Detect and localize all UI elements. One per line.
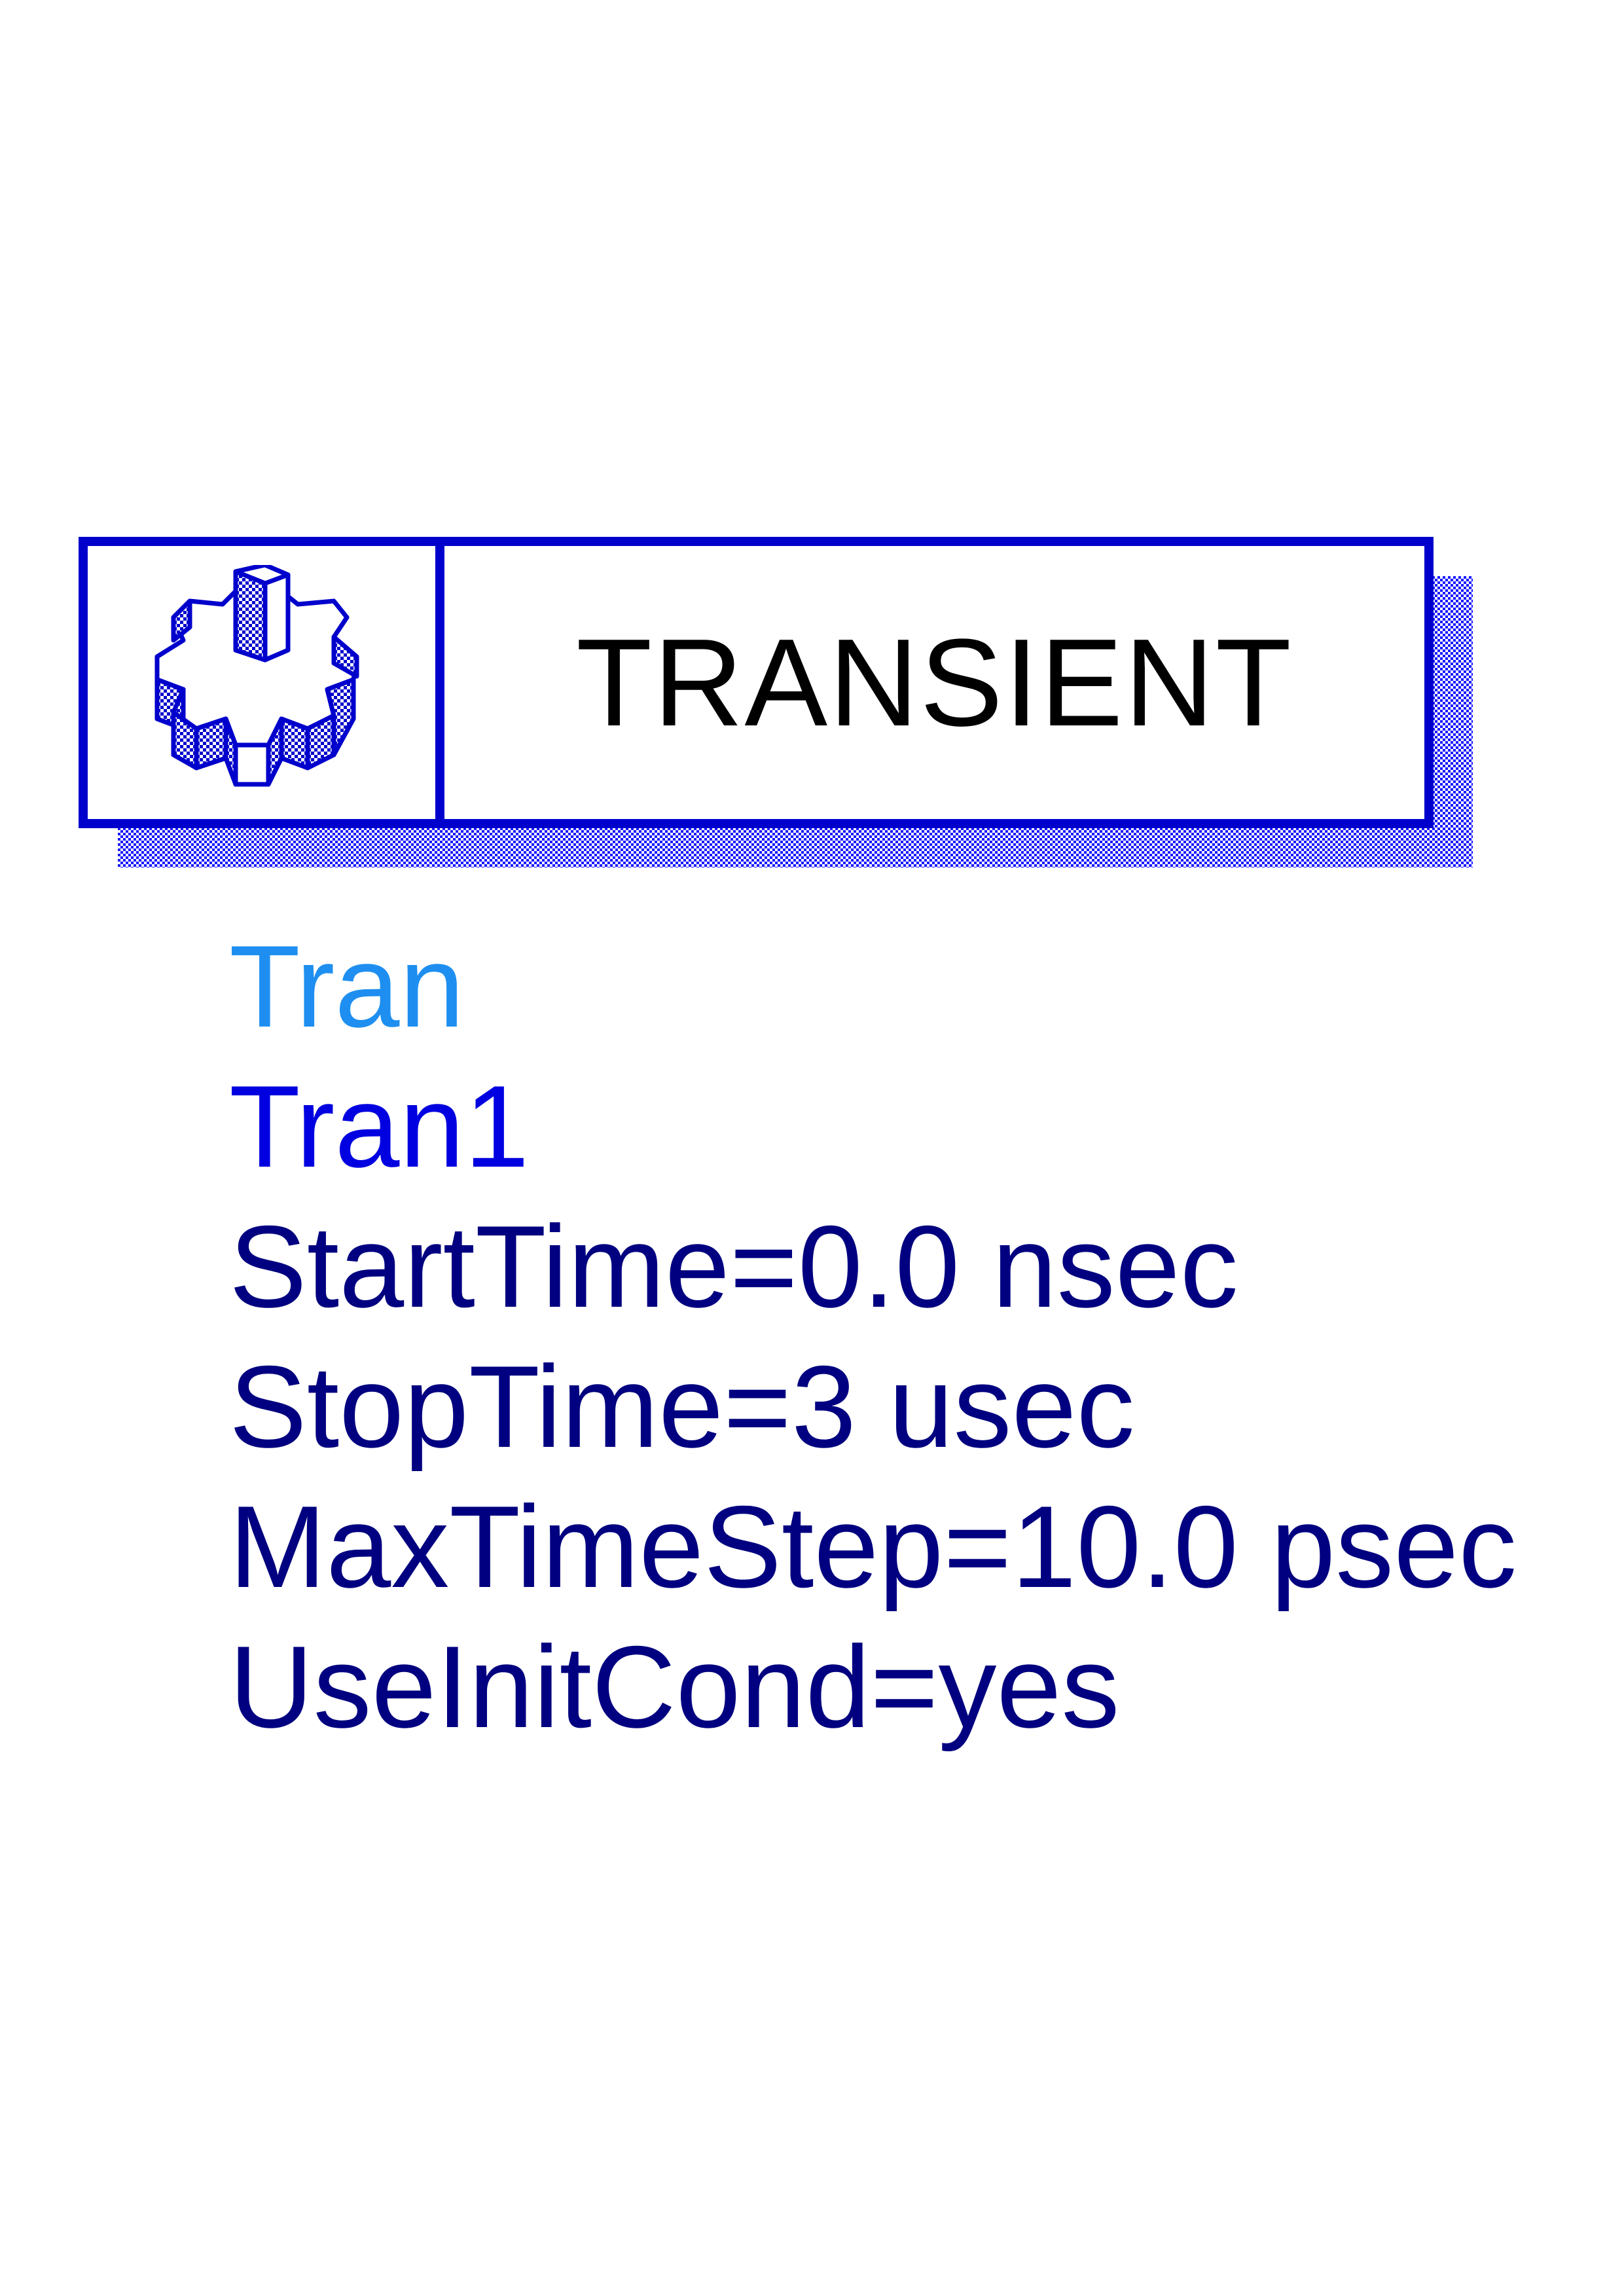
component-box[interactable]: TRANSIENT [79,537,1434,828]
component-title: TRANSIENT [576,613,1293,752]
gear-icon [154,564,359,786]
transient-component[interactable]: TRANSIENT [79,537,1479,877]
max-time-step-param[interactable]: MaxTimeStep=10.0 psec [229,1482,1517,1612]
instance-name-label[interactable]: Tran1 [229,1061,530,1192]
type-name-label[interactable]: Tran [229,921,465,1051]
use-init-cond-param[interactable]: UseInitCond=yes [229,1622,1120,1752]
icon-cell [88,546,444,819]
start-time-param[interactable]: StartTime=0.0 nsec [229,1201,1238,1332]
stop-time-param[interactable]: StopTime=3 usec [229,1341,1135,1472]
parameter-list: Tran Tran1 StartTime=0.0 nsec StopTime=3… [229,917,1517,1757]
title-cell: TRANSIENT [444,546,1424,819]
